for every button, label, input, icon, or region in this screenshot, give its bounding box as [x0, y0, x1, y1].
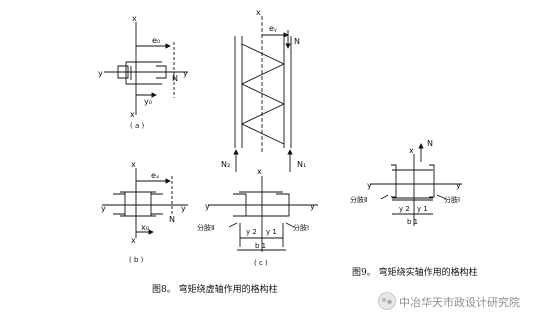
- axis-x-label-a-top: x: [132, 14, 137, 23]
- figure-c-column: [233, 16, 293, 172]
- axis-y-label-c-left: y: [205, 202, 210, 211]
- force-label-b: N: [169, 215, 175, 224]
- axis-x-label-b-bottom: x: [131, 236, 136, 245]
- branch-ii-label-f9: 分肢Ⅱ: [350, 195, 367, 204]
- axis-x-label-b-top: x: [131, 160, 136, 169]
- ex-label-b: eₓ: [151, 171, 160, 180]
- axis-x-label-c-top: x: [256, 8, 261, 17]
- branch-i-label-c: 分肢Ⅰ: [293, 223, 309, 232]
- axis-y-label-a-right: y: [183, 69, 188, 78]
- watermark-text: 中冶华天市政设计研究院: [399, 295, 520, 309]
- y0-label-a: y₀: [144, 97, 152, 106]
- e0-label-a: e₀: [152, 36, 160, 45]
- figure-9-caption: 图9。 弯矩绕实轴作用的格构柱: [352, 266, 478, 278]
- y2-label-f9: y 2: [399, 205, 410, 213]
- panel-c-label: ( c ): [254, 259, 268, 267]
- figure-c-section: [208, 176, 318, 252]
- figure-9: [370, 143, 462, 226]
- axis-y-label-b-right: y: [181, 204, 186, 213]
- force-label-c: N: [294, 37, 300, 46]
- force-label-f9: N: [427, 139, 433, 148]
- axis-y-label-f9-right: y: [456, 181, 461, 190]
- n1-label: N₁: [297, 160, 306, 169]
- b1-label-f9: b 1: [407, 218, 418, 226]
- axis-x-label-a-bottom: x: [130, 110, 135, 119]
- figure-8-caption: 图8。 弯矩绕虚轴作用的格构柱: [152, 283, 278, 295]
- panel-a-label: ( a ): [130, 122, 144, 130]
- axis-y-label-a-left: y: [98, 69, 103, 78]
- y1-label-f9: y 1: [417, 205, 428, 213]
- axis-x-label-f9-top: x: [409, 146, 414, 155]
- watermark-icon: [378, 292, 396, 310]
- ey-label-c: eᵧ: [269, 24, 277, 33]
- y2-label-c: y 2: [246, 228, 257, 236]
- branch-i-label-f9: 分肢Ⅰ: [444, 195, 460, 204]
- b1-label-c: b 1: [255, 242, 266, 250]
- panel-b-label: ( b ): [129, 256, 144, 264]
- x0-label-b: x₀: [141, 223, 149, 232]
- force-label-a: N: [172, 74, 178, 83]
- figure-a: [104, 22, 188, 115]
- n2-label: N₂: [221, 160, 230, 169]
- axis-y-label-c-right: y: [310, 202, 315, 211]
- branch-ii-label-c: 分肢Ⅱ: [197, 223, 214, 232]
- figure-b: [102, 168, 188, 238]
- axis-y-label-b-left: y: [101, 204, 106, 213]
- axis-x-label-c-section: x: [257, 167, 262, 176]
- axis-y-label-f9-left: y: [367, 181, 372, 190]
- y1-label-c: y 1: [266, 228, 277, 236]
